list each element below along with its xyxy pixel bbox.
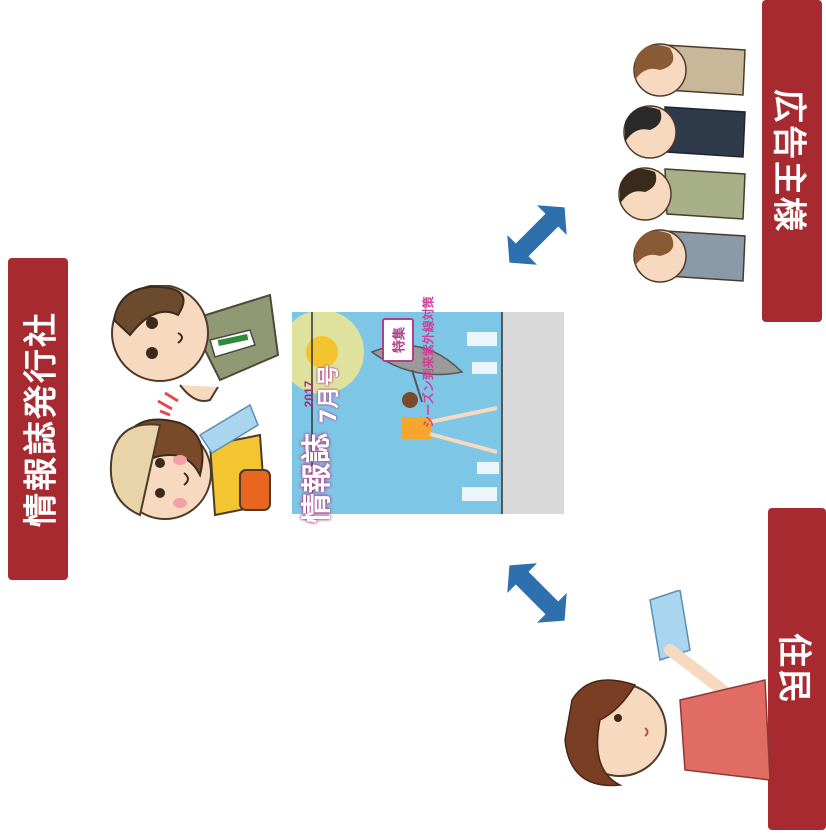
resident-label: 住民 [773, 633, 814, 705]
advertiser-person [633, 43, 746, 97]
staff-woman-figure [109, 403, 271, 520]
double-arrow-icon [498, 554, 576, 632]
resident-label-banner: 住民 [768, 508, 826, 830]
magazine-issue: 7月号 [317, 364, 342, 424]
magazine-headline: シーズン到来紫外線対策 [421, 296, 436, 428]
staff-man-figure [111, 285, 280, 417]
resident-illustration [560, 590, 770, 805]
advertiser-person [618, 167, 746, 221]
publisher-label-banner: 情報誌発行社 [8, 258, 68, 580]
advertisers-illustration [605, 40, 760, 295]
magazine-title: 情報誌 [300, 433, 335, 523]
publisher-label: 情報誌発行社 [21, 311, 62, 527]
advertiser-person [623, 105, 746, 159]
advertiser-label-banner: 広告主様 [762, 0, 822, 322]
publisher-staff-illustration [100, 285, 290, 545]
double-arrow-icon [498, 196, 576, 274]
advertiser-label: 広告主様 [768, 89, 809, 233]
advertiser-person [633, 229, 746, 283]
magazine-feature-badge: 特集 [382, 318, 414, 362]
magazine-cover: 情報誌 2017 7月号 特集 シーズン到来紫外線対策 [292, 296, 564, 523]
